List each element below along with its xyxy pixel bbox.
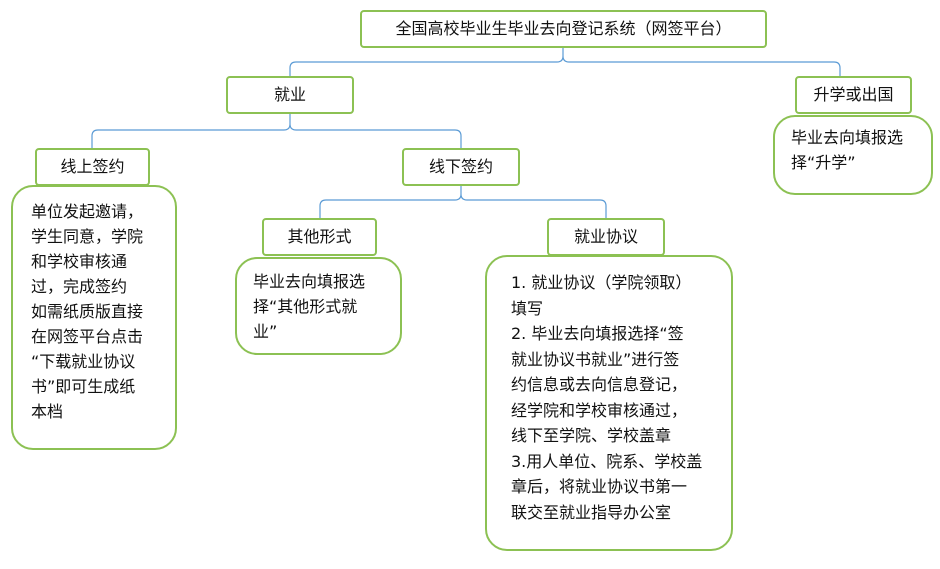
connector-employment [91, 114, 462, 148]
other-forms-note: 毕业去向填报选 择“其他形式就 业” [235, 257, 402, 355]
employment-node: 就业 [226, 76, 354, 114]
connector-root [289, 47, 841, 76]
root-label: 全国高校毕业生毕业去向登记系统（网签平台） [395, 19, 732, 38]
further-study-node: 升学或出国 [795, 76, 912, 114]
employment-agreement-note: 1. 就业协议（学院领取） 填写 2. 毕业去向填报选择“签 就业协议书就业”进… [485, 255, 733, 551]
other-forms-label: 其他形式 [287, 227, 352, 246]
connector-offline [319, 186, 607, 218]
online-signing-note: 单位发起邀请， 学生同意，学院 和学校审核通 过，完成签约 如需纸质版直接 在网… [11, 185, 177, 450]
offline-signing-label: 线下签约 [428, 157, 493, 176]
online-signing-node: 线上签约 [35, 148, 150, 186]
employment-agreement-node: 就业协议 [547, 218, 665, 256]
online-signing-label: 线上签约 [60, 157, 125, 176]
employment-label: 就业 [273, 85, 306, 104]
offline-signing-node: 线下签约 [402, 148, 520, 186]
further-study-label: 升学或出国 [813, 85, 894, 104]
root-node: 全国高校毕业生毕业去向登记系统（网签平台） [360, 10, 767, 48]
further-study-note: 毕业去向填报选 择“升学” [773, 115, 933, 195]
employment-agreement-label: 就业协议 [573, 227, 638, 246]
other-forms-node: 其他形式 [262, 218, 377, 256]
